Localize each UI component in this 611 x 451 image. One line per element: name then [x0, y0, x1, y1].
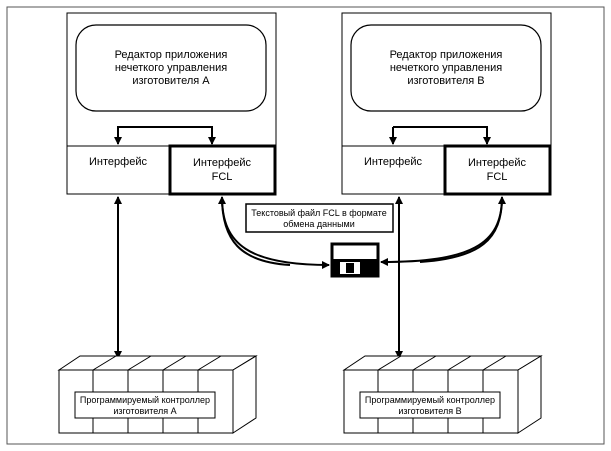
controller-a: Программируемый контроллер изготовителя …: [57, 355, 258, 434]
internal-arrow-b: [393, 126, 491, 145]
controller-b-line1: Программируемый контроллер: [365, 395, 495, 405]
exchange-file-label-box: [245, 203, 394, 233]
fcl-interface-b-line2: FCL: [487, 171, 508, 183]
editor-a-line2: нечеткого управления: [115, 62, 227, 74]
system-b: Редактор приложения нечеткого управления…: [341, 12, 552, 196]
fcl-interface-a-line1: Интерфейс: [193, 157, 251, 169]
exchange-file-line1: Текстовый файл FCL в формате: [251, 208, 386, 218]
outer-frame: [6, 6, 605, 445]
fcl-interface-b: [443, 144, 552, 196]
controller-a-line1: Программируемый контроллер: [80, 395, 210, 405]
fcl-interface-a-line2: FCL: [212, 171, 233, 183]
interface-b: Интерфейс: [364, 156, 422, 168]
system-a: Редактор приложения нечеткого управления…: [66, 12, 277, 196]
interface-a: Интерфейс: [89, 156, 147, 168]
editor-a-line1: Редактор приложения: [115, 49, 228, 61]
controller-b-line2: изготовителя В: [398, 406, 461, 416]
controller-a-line2: изготовителя А: [113, 406, 176, 416]
fcl-interface-b-line1: Интерфейс: [468, 157, 526, 169]
editor-b-line1: Редактор приложения: [390, 49, 503, 61]
fcl-interface-a: [168, 144, 277, 196]
editor-a: [75, 24, 267, 112]
exchange-file-line2: обмена данными: [283, 219, 355, 229]
editor-b: [350, 24, 542, 112]
editor-b-line3: изготовителя В: [407, 75, 484, 87]
editor-b-line2: нечеткого управления: [390, 62, 502, 74]
floppy-disk-icon: [330, 242, 380, 278]
controller-b: Программируемый контроллер изготовителя …: [342, 355, 543, 434]
editor-a-line3: изготовителя А: [132, 75, 210, 87]
